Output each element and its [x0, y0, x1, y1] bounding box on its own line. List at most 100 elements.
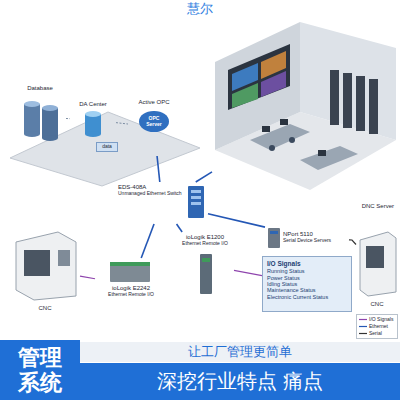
legend-text: Serial: [369, 331, 382, 337]
dnc-room-wall: [300, 22, 396, 140]
remote-io: ioLogik E1200Ethernet Remote I/O: [176, 232, 234, 298]
database-cylinder: [24, 131, 40, 137]
switch-port: [191, 190, 201, 193]
legend: I/O SignalsEthernetSerial: [356, 314, 398, 339]
legend-row: Serial: [359, 330, 395, 337]
device-port: [270, 231, 278, 234]
legend-line-sample: [359, 331, 367, 336]
connector: [349, 240, 356, 245]
connector: [80, 276, 95, 279]
node-label: ioLogik E1200: [186, 234, 224, 241]
node-label: Serial Device Servers: [283, 238, 331, 244]
database-cylinder: [24, 101, 40, 107]
node-label: Power Status: [267, 275, 300, 281]
node-label: DNC Server: [362, 203, 394, 210]
legend-text: Ethernet: [369, 324, 388, 330]
node-label: Ethernet Remote I/O: [108, 292, 154, 298]
box-heading: I/O Signals: [267, 260, 301, 267]
node-label: OPC Server: [139, 111, 169, 133]
connector: [177, 224, 183, 232]
node-label: DA Center: [79, 101, 107, 108]
opc-server: Active OPC OPC Server: [128, 98, 180, 156]
cnc-machine: [16, 232, 76, 300]
remote-io-module: [200, 254, 212, 294]
node-label: Maintenance Status: [267, 287, 316, 293]
operator: [269, 145, 275, 151]
ethernet-switch: EDS-408AUnmanaged Ethernet Switch: [116, 182, 208, 224]
system-badge: 管理 系统: [0, 340, 80, 400]
video-wall: [228, 44, 290, 110]
connector: [116, 123, 128, 124]
node-label: 深挖行业特点 痛点: [157, 370, 323, 393]
connector: [234, 270, 262, 275]
legend-line-sample: [359, 319, 367, 320]
node-label: CNC: [39, 305, 52, 312]
node-label: Active OPC: [138, 99, 169, 106]
module-strip: [202, 258, 210, 262]
cnc-panel: [58, 250, 70, 266]
server-rack: [369, 79, 378, 134]
server-rack: [343, 73, 352, 128]
node-label: Unmanaged Ethernet Switch: [118, 191, 182, 197]
serial-device-server: NPort 5110Serial Device Servers: [265, 222, 349, 252]
switch-port: [191, 196, 201, 199]
node-label: Electronic Current Status: [267, 294, 328, 300]
connector: [157, 156, 160, 182]
legend-line-sample: [359, 324, 367, 329]
remote-io: ioLogik E2242Ethernet Remote I/O: [95, 258, 167, 312]
da-center-cylinder: [85, 111, 101, 117]
connector: [141, 224, 154, 258]
switch-port: [191, 202, 201, 205]
node-label: ioLogik E2242: [112, 285, 150, 292]
monitor: [318, 150, 326, 156]
da-center: DA Center: [70, 100, 116, 140]
legend-row: Ethernet: [359, 323, 395, 330]
database-cylinder: [42, 105, 58, 111]
data-tag: data: [96, 142, 118, 152]
video-screen: [261, 71, 286, 97]
node-label: data: [102, 144, 112, 150]
cnc-machine: [360, 232, 396, 296]
node-label: 让工厂管理更简单: [188, 345, 292, 360]
node-label: Database: [27, 85, 53, 92]
serial-device-server: [268, 228, 280, 248]
database-cylinder: [24, 104, 40, 134]
database-cylinder: [42, 135, 58, 141]
node-label: Idling Status: [267, 281, 297, 287]
operator-desk: [250, 124, 310, 150]
operator-desk: [300, 146, 358, 170]
title: 慧尔: [0, 2, 400, 17]
connector: [66, 118, 70, 119]
cnc-window: [366, 246, 384, 268]
video-screen: [232, 83, 258, 108]
legend-row: I/O Signals: [359, 316, 395, 323]
node-label: 管理 系统: [15, 345, 65, 396]
banner-bar: 深挖行业特点 痛点: [80, 363, 400, 400]
node-label: NPort 5110: [283, 231, 313, 238]
node-label: EDS-408A: [118, 184, 146, 191]
node-label: Running Status: [267, 268, 305, 274]
signal-box: I/O SignalsRunning StatusPower StatusIdl…: [262, 256, 352, 312]
database: Database: [14, 84, 66, 150]
ethernet-switch: [188, 186, 204, 218]
remote-io-module: [110, 262, 150, 282]
server-rack: [356, 76, 365, 131]
monitor: [280, 119, 288, 125]
da-center-cylinder: [85, 131, 101, 137]
dnc-server: DNC Server: [212, 16, 398, 212]
connector: [196, 172, 212, 182]
slogan-bar: 让工厂管理更简单: [80, 342, 400, 362]
cnc-machine: CNC: [10, 226, 80, 314]
legend-text: I/O Signals: [369, 317, 393, 323]
legend-line-sample: [359, 326, 367, 327]
node-label: Ethernet Remote I/O: [182, 241, 228, 247]
server-rack: [330, 70, 339, 125]
connector: [208, 214, 265, 227]
module-strip: [110, 262, 150, 266]
cnc-machine: CNC: [356, 226, 398, 310]
legend-line-sample: [359, 333, 367, 334]
cnc-window: [24, 250, 50, 276]
node-label: CNC: [371, 301, 384, 308]
database-cylinder: [42, 108, 58, 138]
